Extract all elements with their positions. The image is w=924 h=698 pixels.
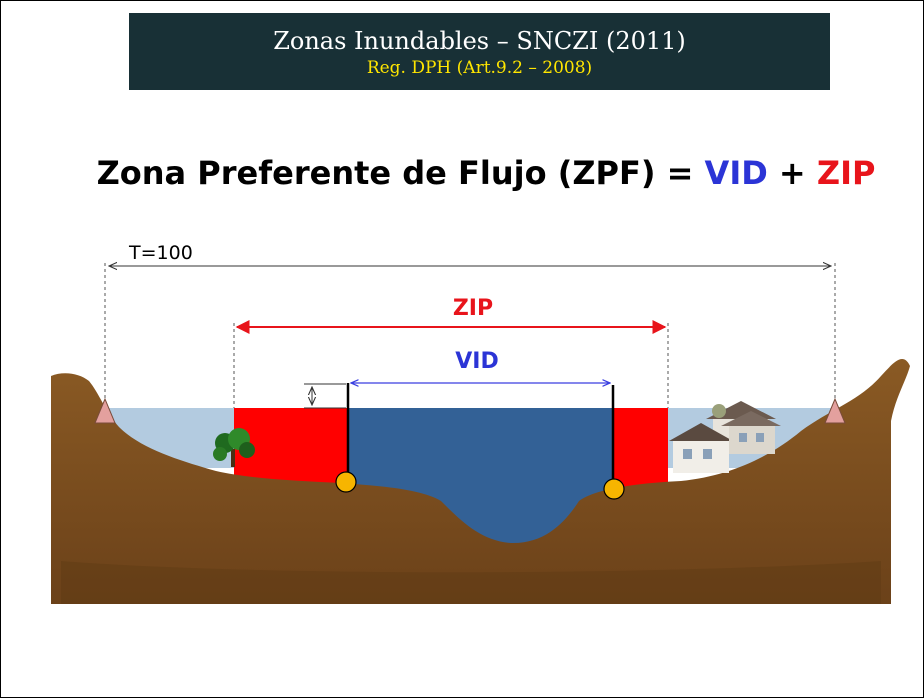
terrain (51, 359, 910, 604)
heading-zip: ZIP (816, 154, 876, 192)
heading-plus: + (767, 154, 817, 192)
vid-marker-left (335, 471, 357, 493)
t100-marker-left (94, 397, 116, 424)
terrain-shadow (61, 561, 881, 604)
t100-label: T=100 (128, 242, 193, 264)
zip-label: ZIP (453, 296, 493, 321)
vid-label: VID (455, 349, 498, 374)
header-title: Zonas Inundables – SNCZI (2011) (273, 27, 686, 55)
tree-icon (213, 428, 255, 467)
main-heading: Zona Preferente de Flujo (ZPF) = VID + Z… (1, 153, 923, 193)
t100-marker-right (824, 397, 846, 424)
houses-icon (669, 401, 781, 473)
heading-vid: VID (704, 154, 768, 192)
header-subtitle: Reg. DPH (Art.9.2 – 2008) (366, 58, 593, 78)
heading-prefix: Zona Preferente de Flujo (ZPF) = (96, 154, 705, 192)
header-banner: Zonas Inundables – SNCZI (2011) Reg. DPH… (129, 13, 830, 90)
vid-marker-right (603, 478, 625, 500)
